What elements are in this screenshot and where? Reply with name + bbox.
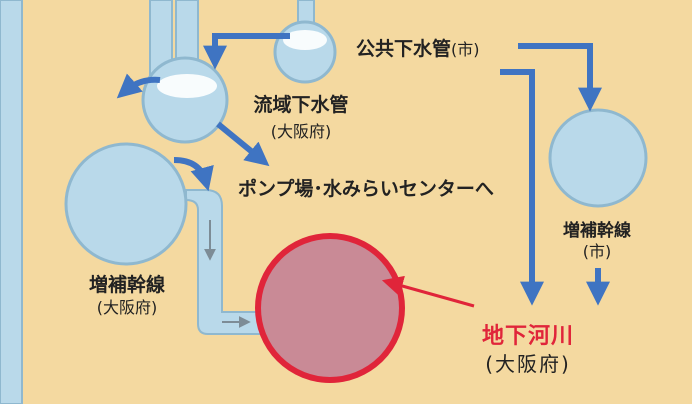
highlight-pointer-arrow <box>381 275 475 308</box>
flow-arrow-public-to-city-trunk <box>518 43 602 112</box>
city-trunk-pipe-circle <box>548 108 648 208</box>
osaka-trunk-label: 増補幹線 <box>88 274 166 296</box>
city-trunk-owner: (市) <box>582 242 612 261</box>
osaka-trunk-pipe-circle <box>64 142 188 266</box>
underground-river-owner: (大阪府) <box>485 352 571 376</box>
public-sewer-owner: (市) <box>451 40 480 59</box>
regional-sewer-label: 流域下水管 <box>253 94 349 116</box>
public-sewer-pipe-circle <box>273 20 337 84</box>
flow-arrow-into-regional <box>203 33 290 70</box>
connector-pipe <box>185 189 263 335</box>
underground-river-label: 地下河川 <box>481 324 575 349</box>
public-sewer-label: 公共下水管(市) <box>356 34 480 61</box>
flow-arrow-public-to-river <box>500 69 544 306</box>
vertical-shaft-left <box>0 0 23 404</box>
regional-sewer-pipe-circle <box>141 56 229 144</box>
flow-arrow-overflow-left <box>116 73 161 99</box>
osaka-trunk-owner: (大阪府) <box>96 298 158 317</box>
public-sewer-title: 公共下水管 <box>356 38 452 60</box>
flow-arrow-to-pump <box>216 121 270 167</box>
city-trunk-label: 増補幹線 <box>563 221 631 241</box>
regional-sewer-owner: (大阪府) <box>270 122 332 141</box>
pump-destination-label: ポンプ場･水みらいセンターへ <box>238 178 494 200</box>
flow-arrow-to-osaka-trunk <box>173 157 214 192</box>
underground-river-circle <box>255 233 405 383</box>
